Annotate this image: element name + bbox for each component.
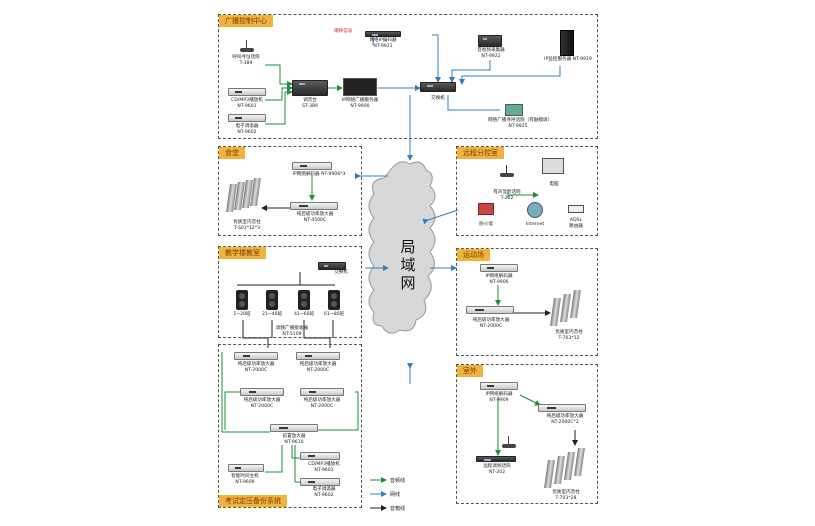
remote-router-label: ADSL 路由器 (569, 218, 583, 229)
monitor-server-tower (560, 30, 574, 56)
exam-amp-device (240, 388, 284, 396)
panel-title: 室外 (457, 365, 483, 377)
exam-preamp-label: 前置放大器 NT-9610 (282, 434, 306, 445)
exam-amp-device (296, 352, 340, 360)
panel-sports-field: 运动场 (456, 248, 598, 356)
ip-encoder-device (365, 31, 401, 37)
exam-amp-device (234, 352, 278, 360)
class-group-label: 61~80班 (324, 312, 345, 317)
remote-microphone-icon (500, 165, 514, 177)
tuner-device (228, 114, 266, 122)
internet-globe-icon (527, 202, 543, 218)
exam-tuner-label: 电子调谐器 NT-9602 (312, 487, 336, 498)
control-pager-label: 网络广播寻呼话筒（有触摸屏） NT-9925 (488, 118, 553, 129)
classroom-speaker-icon (298, 290, 310, 310)
panel-exam-backup: 考试定压备份系统 (218, 344, 362, 508)
control-encoder-label: 网络IP编码器 NT-9921 (369, 38, 397, 49)
canteen-decoder-label: IP网络解码器 NT-9906*3 (292, 172, 346, 177)
microphone-icon (240, 40, 254, 52)
panel-title: 考试定压备份系统 (219, 495, 287, 507)
panel-control-center: 广播控制中心 (218, 14, 598, 139)
outdoor-amp-label: 纯后级功率放大器 NT-2000C*2 (546, 414, 584, 425)
firewall-icon (478, 203, 494, 215)
ip-server-monitor-icon (343, 78, 377, 96)
exam-cd-label: CD/MP3播放机 NT-9601 (308, 462, 340, 473)
exam-cd-device (300, 452, 340, 460)
panel-title: 教学楼教室 (219, 247, 266, 259)
teaching-switch-device (318, 262, 346, 270)
remote-pc-label: 电脑 (549, 182, 559, 187)
source-signal-label: 闹铃信号 (334, 29, 353, 34)
outdoor-mic-label: 远程调频话筒 NT-202 (483, 464, 511, 475)
teaching-relay-label: 调频广播接收器 NT-5109 (275, 326, 309, 337)
classroom-speaker-icon (328, 290, 340, 310)
panel-title: 运动场 (457, 249, 490, 261)
control-cd-label: CD/MP3播放机 NT-9601 (231, 98, 263, 109)
canteen-decoder-device (292, 162, 332, 170)
lan-label: 局域网 (400, 238, 416, 292)
outdoor-decoder-device (480, 382, 518, 390)
outdoor-microphone-icon (502, 436, 516, 448)
control-tuner-label: 电子调谐器 NT-9602 (235, 124, 259, 135)
lan-cloud (368, 161, 436, 334)
sports-column-label: 优质室内音柱 T-703*12 (555, 330, 583, 341)
control-monitor-label: IP监控服务器 NT-9919 (544, 57, 592, 62)
legend-audio-line: 音频线 (390, 478, 406, 484)
panel-title: 广播控制中心 (219, 15, 273, 27)
outdoor-decoder-label: IP网络解码器 NT-9909 (485, 392, 513, 403)
teaching-switch-label: 交换机 (334, 270, 348, 275)
canteen-column-label: 优质室内音柱 T-S01*12*3 (233, 220, 261, 231)
classroom-speaker-icon (236, 290, 248, 310)
timer-device (228, 464, 264, 472)
exam-amp-label: 纯后级功率放大器 NT-2000C (237, 362, 275, 373)
legend-network-line: 网线 (390, 492, 401, 498)
remote-firewall-label: 防火墙 (479, 222, 493, 227)
exam-amp-device (300, 388, 344, 396)
remote-internet-label: Internet (525, 222, 545, 227)
outdoor-column-label: 优质室内音柱 T-703*28 (552, 490, 580, 501)
cd-player-device (228, 88, 266, 96)
preamp-device (270, 424, 318, 432)
computer-icon (542, 158, 564, 174)
class-group-label: 21~40班 (262, 312, 283, 317)
exam-timer-label: 智能时间主机 NT-9609 (231, 474, 259, 485)
class-group-label: 41~60班 (294, 312, 315, 317)
canteen-amp-device (290, 202, 338, 210)
control-ipserver-label: IP网络广播服务器 NT-9900 (341, 98, 379, 109)
mixer-device (292, 80, 328, 96)
router-icon (568, 205, 584, 213)
class-group-label: 1~20班 (233, 312, 251, 317)
panel-outdoor: 室外 (456, 364, 598, 504)
sports-decoder-label: IP网络解码器 NT-9906 (485, 274, 513, 285)
sports-decoder-device (480, 264, 518, 272)
canteen-amp-label: 纯后级功率放大器 NT-4500C (296, 212, 334, 223)
exam-amp-label: 纯后级功率放大器 NT-2000C (299, 362, 337, 373)
wireless-mic-receiver (476, 456, 516, 462)
sports-amp-device (466, 306, 514, 314)
panel-teaching: 教学楼教室 (218, 246, 362, 338)
control-mixer-label: 调音台 ST-389 (302, 98, 318, 109)
pager-touchscreen-icon (505, 104, 523, 116)
exam-tuner-device (300, 478, 340, 486)
control-collector-label: 音视频采集器 NT-9922 (477, 48, 505, 59)
control-switch-device (420, 82, 456, 92)
panel-title: 远程分控室 (457, 147, 504, 159)
sports-amp-label: 纯后级功率放大器 NT-2000C (472, 318, 510, 329)
outdoor-amp-device (538, 404, 586, 412)
panel-title: 食堂 (219, 147, 245, 159)
exam-amp-label: 纯后级功率放大器 NT-2000C (243, 398, 281, 409)
legend-speaker-line: 音箱线 (390, 506, 406, 512)
control-switch-label: 交换机 (431, 96, 445, 101)
remote-mic-label: 有声显示话筒 T-202 (493, 190, 521, 201)
panel-remote-control: 远程分控室 (456, 146, 598, 236)
av-collector-device (478, 35, 502, 47)
control-mic-label: 呼叫寻址话筒 T-389 (232, 55, 260, 66)
classroom-speaker-icon (266, 290, 278, 310)
panel-canteen: 食堂 (218, 146, 362, 236)
exam-amp-label: 纯后级功率放大器 NT-2000C (303, 398, 341, 409)
